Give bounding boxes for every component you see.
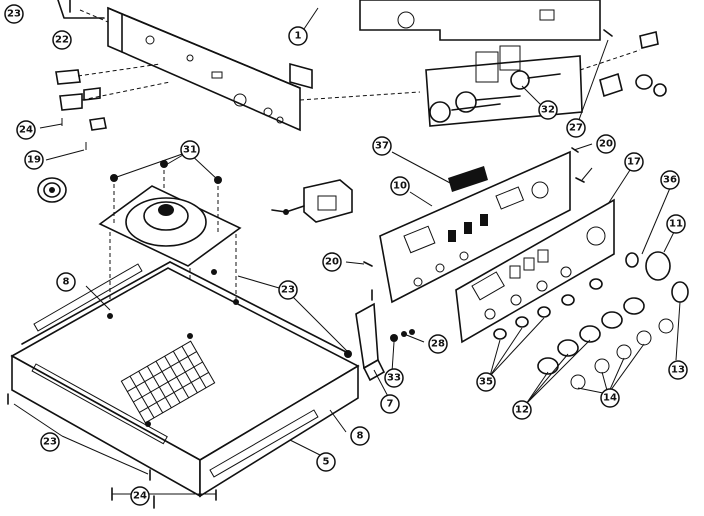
svg-text:20: 20 — [325, 257, 339, 268]
callout-37: 37 — [372, 136, 392, 156]
svg-text:5: 5 — [323, 457, 330, 468]
callout-23-middle: 23 — [278, 280, 298, 300]
side-rail-part — [79, 6, 421, 132]
callout-17: 17 — [624, 152, 644, 172]
svg-text:32: 32 — [541, 105, 555, 116]
callout-24-bottom: 24 — [130, 486, 150, 506]
callout-36: 36 — [660, 170, 680, 190]
callout-20-left: 20 — [322, 252, 342, 272]
callout-35: 35 — [476, 372, 496, 392]
svg-text:17: 17 — [627, 157, 641, 168]
svg-text:8: 8 — [357, 431, 364, 442]
callout-23-bottom: 23 — [40, 432, 60, 452]
svg-text:35: 35 — [479, 377, 493, 388]
callout-8-right: 8 — [350, 426, 370, 446]
svg-text:7: 7 — [387, 399, 394, 410]
pcb-assembly — [359, 0, 667, 127]
callout-24-upper: 24 — [16, 120, 36, 140]
svg-text:13: 13 — [671, 365, 685, 376]
svg-text:1: 1 — [295, 31, 302, 42]
svg-text:12: 12 — [515, 405, 529, 416]
callout-8-left: 8 — [56, 272, 76, 292]
svg-text:37: 37 — [375, 141, 389, 152]
label-plate — [448, 166, 488, 192]
callout-13: 13 — [668, 360, 688, 380]
svg-text:22: 22 — [55, 35, 69, 46]
svg-text:36: 36 — [663, 175, 677, 186]
svg-text:14: 14 — [603, 393, 617, 404]
svg-text:8: 8 — [63, 277, 70, 288]
callout-7: 7 — [380, 394, 400, 414]
svg-text:23: 23 — [43, 437, 57, 448]
callout-31: 31 — [180, 140, 200, 160]
svg-text:24: 24 — [19, 125, 33, 136]
face-plate-part — [455, 198, 615, 344]
callout-11: 11 — [666, 214, 686, 234]
callout-28: 28 — [428, 334, 448, 354]
callout-5: 5 — [316, 452, 336, 472]
svg-text:24: 24 — [133, 491, 147, 502]
svg-text:20: 20 — [599, 139, 613, 150]
svg-text:10: 10 — [393, 181, 407, 192]
front-panel-part — [379, 150, 571, 304]
small-bracket-parts — [55, 63, 171, 150]
callout-27: 27 — [566, 118, 586, 138]
svg-text:28: 28 — [431, 339, 445, 350]
svg-text:23: 23 — [7, 9, 21, 20]
callout-14: 14 — [600, 388, 620, 408]
vent-grid — [120, 340, 216, 424]
round-jack-part — [37, 177, 67, 203]
svg-text:11: 11 — [669, 219, 683, 230]
svg-text:31: 31 — [183, 145, 197, 156]
svg-text:19: 19 — [27, 155, 41, 166]
callout-12: 12 — [512, 400, 532, 420]
power-connector — [271, 179, 353, 223]
callout-23-top-left: 23 — [4, 4, 24, 24]
svg-text:23: 23 — [281, 285, 295, 296]
top-left-strip — [57, 0, 105, 19]
svg-text:27: 27 — [569, 123, 583, 134]
knob-parts — [493, 251, 689, 390]
callout-20-right: 20 — [596, 134, 616, 154]
bracket-part — [344, 302, 415, 382]
callout-1: 1 — [288, 26, 308, 46]
callout-10: 10 — [390, 176, 410, 196]
chassis-bottom — [10, 261, 360, 498]
svg-text:33: 33 — [387, 373, 401, 384]
callout-19: 19 — [24, 150, 44, 170]
callout-32: 32 — [538, 100, 558, 120]
callout-22: 22 — [52, 30, 72, 50]
callout-33: 33 — [384, 368, 404, 388]
speaker-part — [98, 160, 242, 330]
